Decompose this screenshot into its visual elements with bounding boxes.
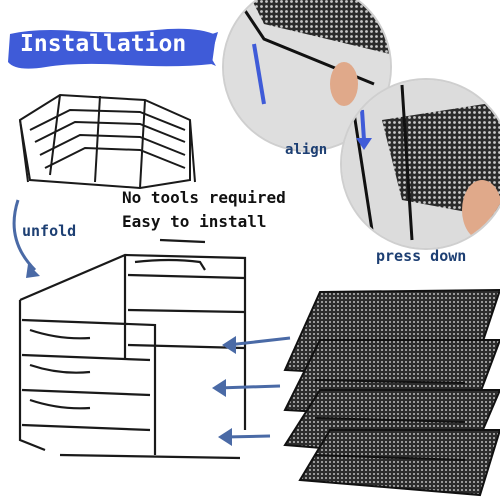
installation-title: Installation <box>20 31 187 57</box>
feature-no-tools: No tools required <box>122 188 286 207</box>
unfold-label: unfold <box>22 222 77 240</box>
installation-banner-stroke <box>8 28 218 69</box>
press-down-closeup-circle <box>340 78 500 250</box>
feature-easy-install: Easy to install <box>122 212 267 231</box>
press-down-closeup-image <box>342 80 500 248</box>
align-label: align <box>285 142 328 158</box>
align-closeup-circle <box>222 0 392 152</box>
press-down-label: press down <box>376 247 467 265</box>
